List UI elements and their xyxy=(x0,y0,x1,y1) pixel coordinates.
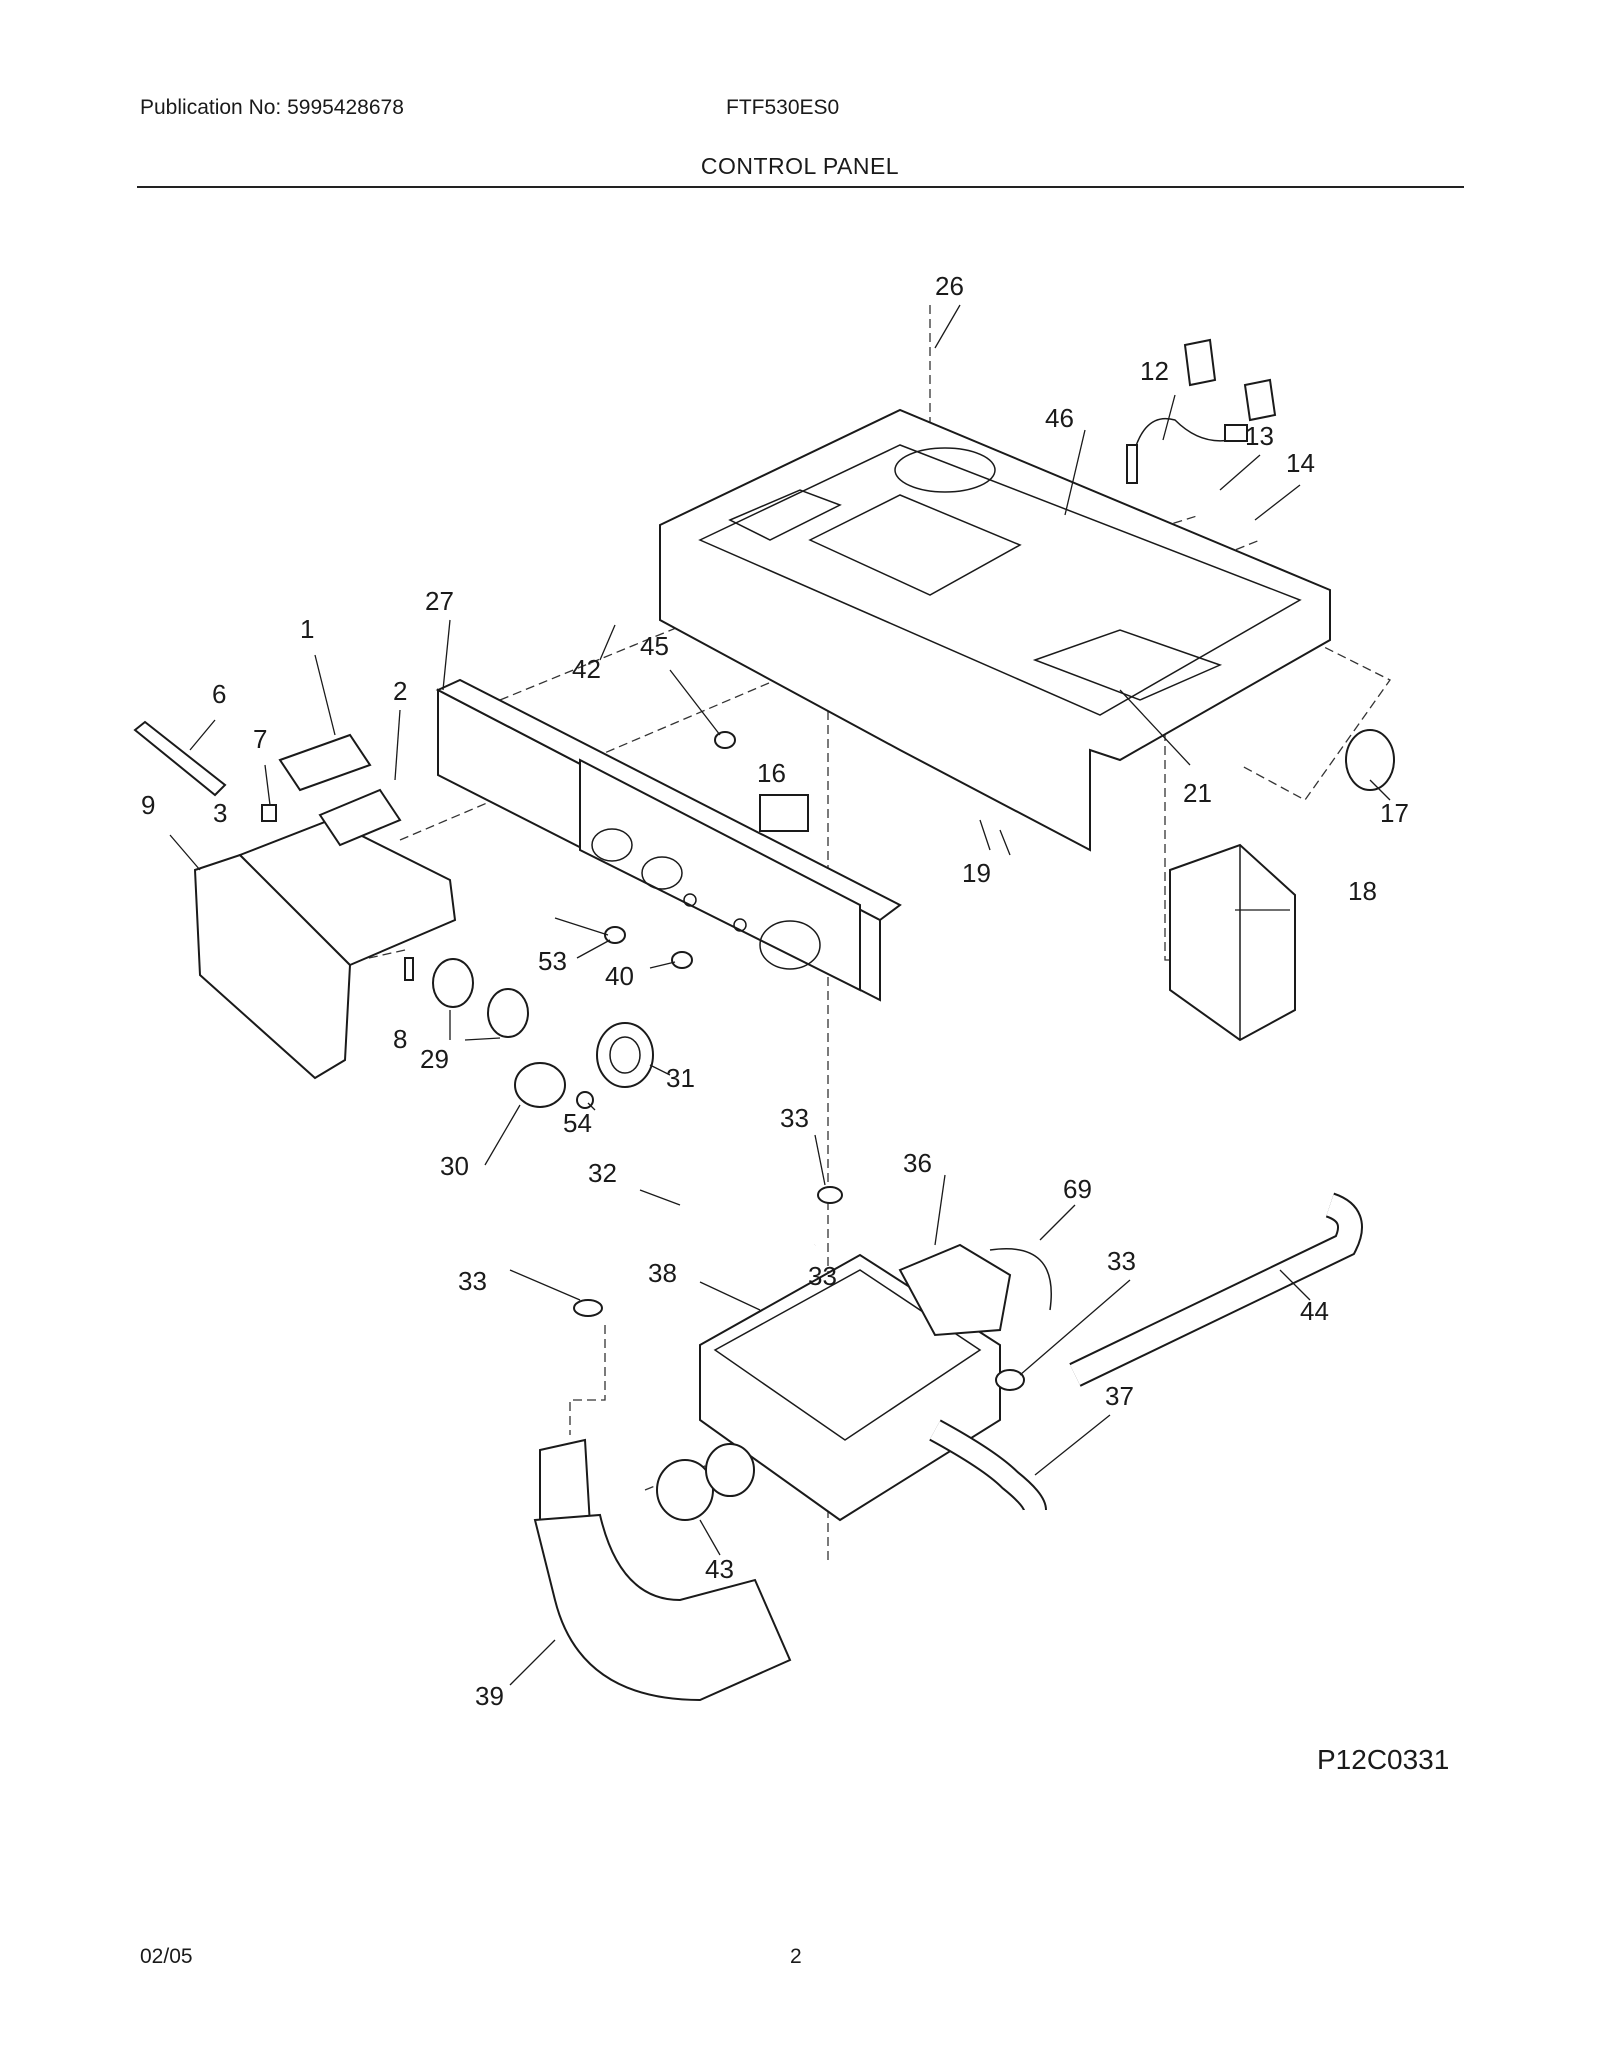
callout-label: 46 xyxy=(1045,403,1074,433)
callout-label: 69 xyxy=(1063,1174,1092,1204)
callout-label: 37 xyxy=(1105,1381,1134,1411)
callout-label: 26 xyxy=(935,271,964,301)
callout-label: 7 xyxy=(253,724,267,754)
callout-label: 14 xyxy=(1286,448,1315,478)
callout-labels: 1 2 3 6 7 8 9 12 13 14 16 17 18 19 21 26… xyxy=(141,271,1409,1711)
callout-label: 29 xyxy=(420,1044,449,1074)
header-rule xyxy=(137,186,1464,188)
callout-label: 33 xyxy=(780,1103,809,1133)
callout-label: 38 xyxy=(648,1258,677,1288)
callout-label: 42 xyxy=(572,654,601,684)
control-panel-frame xyxy=(659,408,1331,852)
callout-label: 18 xyxy=(1348,876,1377,906)
publication-date: 02/05 xyxy=(140,1945,193,1968)
hoses xyxy=(533,1168,1363,1702)
model-number: FTF530ES0 xyxy=(726,96,840,119)
callout-label: 2 xyxy=(393,676,407,706)
callout-label: 12 xyxy=(1140,356,1169,386)
callout-label: 21 xyxy=(1183,778,1212,808)
leader-lines xyxy=(169,304,1391,1686)
figure-code: P12C0331 xyxy=(1317,1744,1450,1775)
callout-label: 16 xyxy=(757,758,786,788)
callout-label: 39 xyxy=(475,1681,504,1711)
callout-label: 33 xyxy=(1107,1246,1136,1276)
callout-label: 44 xyxy=(1300,1296,1329,1326)
callout-label: 33 xyxy=(808,1261,837,1291)
dispenser-drawer xyxy=(133,720,457,1080)
section-title: CONTROL PANEL xyxy=(700,153,900,179)
callout-label: 13 xyxy=(1245,421,1274,451)
callout-label: 36 xyxy=(903,1148,932,1178)
knobs-and-buttons xyxy=(432,731,809,1109)
callout-label: 8 xyxy=(393,1024,407,1054)
callout-label: 33 xyxy=(458,1266,487,1296)
page-number: 2 xyxy=(790,1945,802,1968)
callout-label: 1 xyxy=(300,614,314,644)
callout-label: 40 xyxy=(605,961,634,991)
callout-label: 9 xyxy=(141,790,155,820)
callout-label: 27 xyxy=(425,586,454,616)
callout-label: 53 xyxy=(538,946,567,976)
callout-label: 32 xyxy=(588,1158,617,1188)
callout-label: 30 xyxy=(440,1151,469,1181)
hose-clamps xyxy=(573,1186,1025,1391)
callout-label: 3 xyxy=(213,798,227,828)
callout-label: 17 xyxy=(1380,798,1409,828)
callout-label: 6 xyxy=(212,679,226,709)
callout-label: 54 xyxy=(563,1108,592,1138)
callout-label: 43 xyxy=(705,1554,734,1584)
callout-label: 31 xyxy=(666,1063,695,1093)
callout-label: 19 xyxy=(962,858,991,888)
callout-label: 45 xyxy=(640,631,669,661)
front-console-panel xyxy=(435,678,902,1002)
dispenser-housing xyxy=(699,1243,1052,1522)
publication-number: Publication No: 5995428678 xyxy=(140,96,404,119)
electronic-components xyxy=(1126,338,1395,1042)
